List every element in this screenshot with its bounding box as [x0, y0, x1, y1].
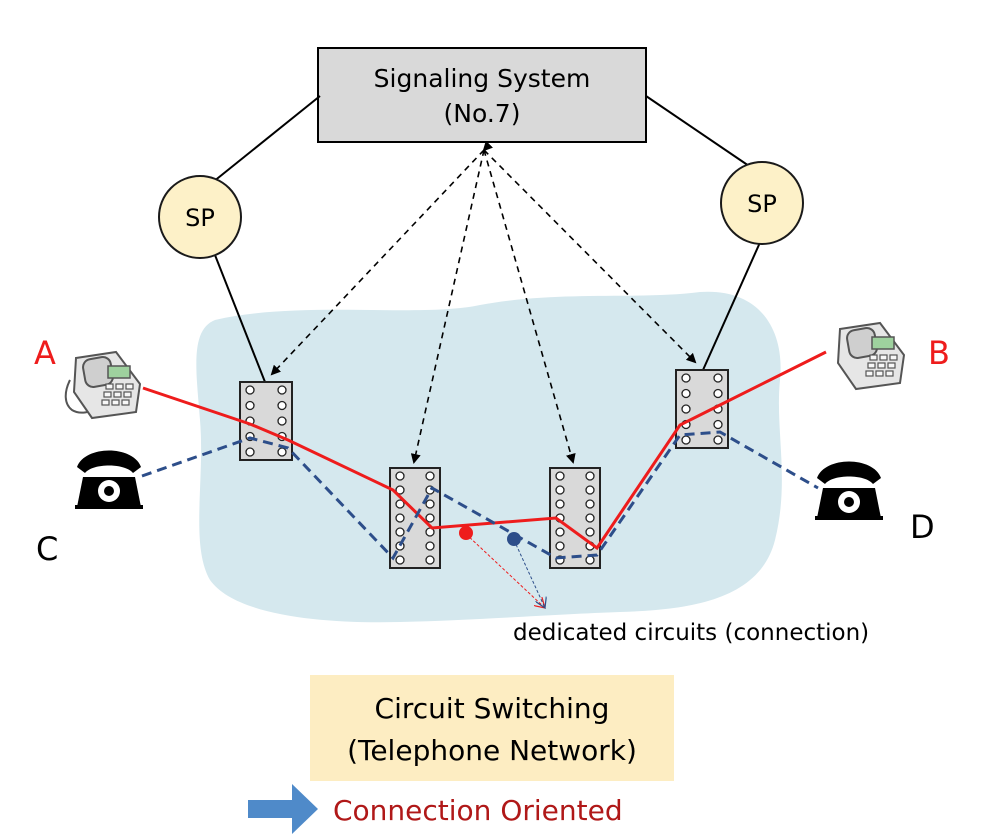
red-callout-arrow [465, 533, 545, 608]
signal-point-right-label: SP [747, 190, 777, 218]
signaling-system-title: Signaling System [374, 64, 591, 93]
connector-box-left-sp [212, 95, 321, 183]
blue-circuit-marker [507, 532, 521, 546]
red-circuit-marker [459, 526, 473, 540]
switch-1 [239, 381, 293, 461]
blue-circuit-path [141, 430, 819, 561]
signal-point-right [720, 161, 804, 245]
connector-left-sp-switch1 [212, 249, 266, 383]
result-arrow-icon [248, 784, 318, 834]
endpoint-label-d: D [910, 508, 935, 546]
caption-title: Circuit Switching [375, 692, 610, 725]
dedicated-circuits-label: dedicated circuits (connection) [513, 620, 869, 646]
signaling-link-switch2 [410, 149, 485, 464]
phone-b-desk-phone-icon [836, 321, 906, 391]
phone-c-rotary-phone-icon [75, 450, 143, 509]
endpoint-label-a: A [34, 334, 56, 372]
result-text: Connection Oriented [333, 794, 623, 827]
signaling-system-box [317, 47, 647, 143]
connector-right-sp-switch4 [702, 237, 763, 371]
phone-d-rotary-phone-icon [815, 461, 883, 520]
signal-point-left-label: SP [185, 204, 215, 232]
endpoint-label-b: B [928, 334, 950, 372]
signal-point-left [158, 175, 242, 259]
signaling-system-subtitle: (No.7) [444, 99, 521, 128]
caption-subtitle: (Telephone Network) [347, 734, 637, 767]
signaling-link-switch4 [483, 149, 697, 364]
phone-a-desk-phone-icon [64, 350, 142, 420]
switch-3 [549, 467, 601, 569]
caption-box [310, 675, 674, 781]
switch-4 [675, 369, 729, 449]
signaling-link-switch1 [270, 140, 494, 376]
signaling-links [270, 140, 697, 464]
endpoint-label-c: C [36, 530, 58, 568]
switch-2 [389, 467, 441, 569]
connector-box-right-sp [645, 95, 753, 169]
blue-callout-arrow [513, 539, 545, 608]
